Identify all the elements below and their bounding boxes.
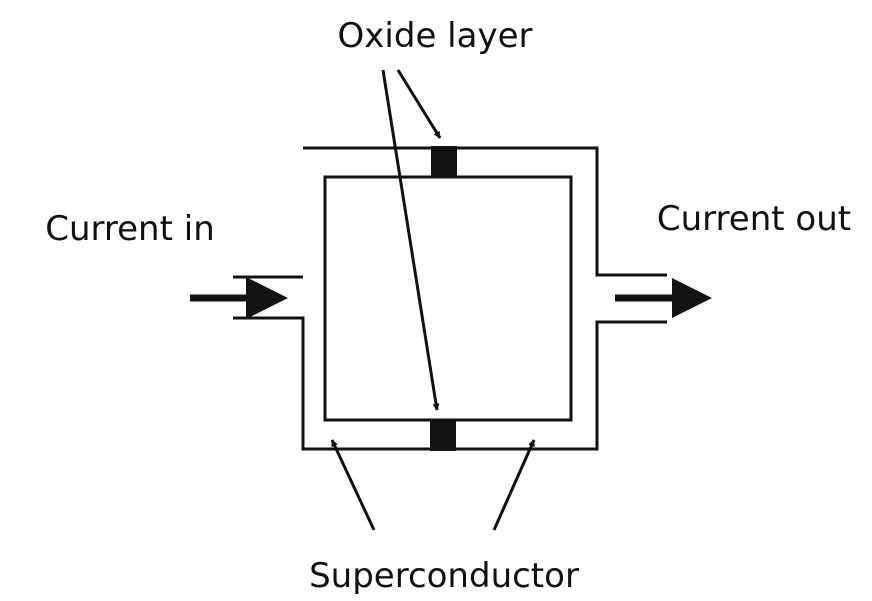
superconductor-pointer-right [492, 439, 536, 531]
oxide-junction-bottom [430, 419, 456, 451]
superconductor-loop [233, 146, 667, 451]
current-out-arrow [615, 278, 712, 318]
label-oxide-layer: Oxide layer [338, 16, 533, 56]
loop-inner-contour [323, 175, 573, 422]
oxide-pointer-bottom [381, 69, 440, 411]
oxide-pointer-top [396, 69, 442, 139]
oxide-junction-top [431, 146, 457, 178]
superconductor-pointer-left [330, 439, 376, 531]
label-superconductor: Superconductor [309, 556, 579, 596]
current-in-arrow [190, 277, 288, 319]
label-current-in: Current in [45, 209, 215, 249]
label-current-out: Current out [657, 199, 851, 239]
loop-outer-contour [233, 146, 667, 451]
